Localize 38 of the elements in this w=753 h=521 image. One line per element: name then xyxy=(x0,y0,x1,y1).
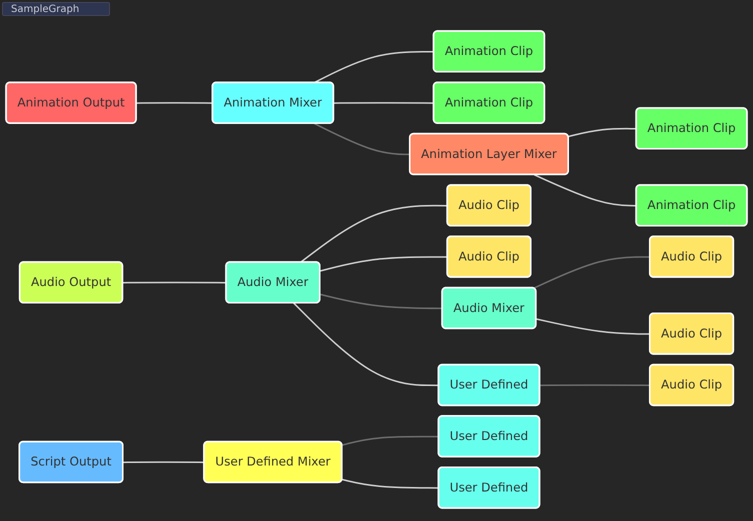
playable-node: Animation Mixer xyxy=(212,82,334,124)
connector xyxy=(320,256,448,272)
playable-node: Audio Mixer xyxy=(225,262,320,304)
connector xyxy=(314,51,434,84)
connector xyxy=(136,102,213,104)
playable-node: User Defined xyxy=(438,466,540,510)
connector xyxy=(536,318,650,336)
connector xyxy=(334,102,434,104)
playable-node: Animation Output xyxy=(5,82,137,124)
playable-node: Audio Clip xyxy=(648,364,734,407)
connector xyxy=(320,294,442,310)
playable-node: Audio Mixer xyxy=(441,287,537,330)
playable-node: Audio Clip xyxy=(446,184,532,227)
playable-node: Audio Clip xyxy=(446,236,532,278)
connector xyxy=(123,462,204,464)
playable-node: Script Output xyxy=(18,441,124,484)
playable-node: Animation Layer Mixer xyxy=(408,133,569,176)
connector xyxy=(533,256,650,290)
playable-node: User Defined Mixer xyxy=(203,441,343,484)
playable-node: Audio Output xyxy=(18,262,124,304)
connector xyxy=(568,128,636,138)
graph-dropdown: SampleGraph xyxy=(2,2,110,16)
connector xyxy=(300,205,448,264)
playable-node: Audio Clip xyxy=(648,313,734,356)
playable-node: Animation Clip xyxy=(432,30,546,74)
connector xyxy=(534,174,636,207)
connector xyxy=(342,479,439,490)
playable-node: User Defined xyxy=(438,416,540,458)
connector xyxy=(540,384,650,387)
connector xyxy=(314,123,410,156)
playable-node: Animation Clip xyxy=(635,184,748,227)
connector xyxy=(122,282,226,284)
connector xyxy=(342,436,439,446)
connector xyxy=(293,303,439,387)
playable-node: Audio Clip xyxy=(648,236,734,278)
playable-node: Animation Clip xyxy=(635,108,748,150)
playable-node: Animation Clip xyxy=(432,82,546,124)
playable-node: User Defined xyxy=(438,364,540,407)
